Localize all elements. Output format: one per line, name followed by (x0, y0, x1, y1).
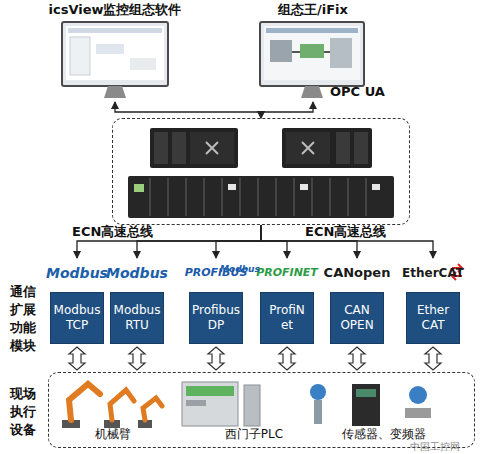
edge-label: ECN高速总线 (305, 224, 386, 240)
module-box: Modbus RTU (110, 292, 164, 344)
monitor-frame (62, 22, 168, 86)
module-text: Modbus TCP (53, 303, 101, 333)
module-text: Modbus RTU (113, 303, 161, 333)
monitor-screen (66, 26, 164, 80)
controller-module (150, 128, 238, 168)
robot-arm (110, 390, 134, 420)
monitor-screen (264, 26, 360, 80)
monitor-stand (301, 86, 323, 98)
double-arrow (349, 347, 365, 370)
double-arrow (279, 347, 295, 370)
watermark: 中国工控网 (390, 439, 480, 454)
module-box: ProfiN et (260, 292, 314, 344)
module-box: Profibus DP (189, 292, 243, 344)
connector-line (137, 225, 261, 258)
comm-module: PROFINETProfiN et (260, 258, 314, 344)
rack-separators (150, 178, 366, 216)
double-arrow (69, 347, 85, 370)
robot-arm (143, 398, 162, 420)
flow-pipe (405, 408, 431, 418)
comm-module: ModbusModbus RTU (110, 258, 164, 344)
connector-line (261, 225, 287, 258)
pressure-sensor (310, 384, 326, 400)
plc-module (244, 385, 260, 426)
plc-display (186, 386, 234, 396)
edge-label: ECN高速总线 (72, 224, 153, 240)
inverter-display (356, 389, 376, 397)
protocol-logo: PROFINET (252, 260, 322, 286)
scada-pipe (292, 51, 330, 53)
inverter-body (352, 384, 380, 426)
module-text: CAN OPEN (333, 303, 381, 333)
module-slot (190, 132, 234, 164)
module-box: Modbus TCP (50, 292, 104, 344)
side-label: 通信扩展功能模块 (8, 283, 38, 355)
rack-label (372, 184, 380, 190)
screen-toolbar (266, 28, 358, 33)
io-rack (128, 176, 394, 218)
device-caption: 传感器、变频器 (319, 427, 449, 442)
side-label: 现场执行设备 (8, 385, 38, 439)
double-arrow (129, 347, 145, 370)
module-slot (172, 132, 186, 164)
edge-label: OPC UA (330, 84, 385, 100)
flow-meter (409, 386, 427, 404)
monitor-frame (260, 22, 364, 86)
screen-widget (130, 58, 156, 70)
protocol-logo: EtherCAT (398, 260, 468, 286)
plc-port (186, 400, 206, 406)
module-text: ProfiN et (263, 303, 311, 333)
module-box: CAN OPEN (330, 292, 384, 344)
connector-line (115, 102, 261, 118)
device-caption: 机械臂 (73, 427, 153, 442)
controller-module (282, 128, 372, 168)
device-caption: 西门子PLC (199, 427, 309, 442)
rack-label (228, 184, 236, 190)
protocol-logo: Modbus (42, 260, 112, 286)
double-arrow (425, 347, 441, 370)
module-slot (336, 132, 350, 164)
double-arrow (208, 347, 224, 370)
protocol-logo: CANopen (322, 260, 392, 286)
field-device-box: 机械臂 西门子PLC 传感器、变频器 (48, 372, 475, 448)
comm-module: EtherCATEther CAT (406, 258, 460, 344)
monitor-title: icsView监控组态软件 (45, 2, 185, 18)
screen-widget (96, 44, 124, 54)
protocol-logo: Modbus (102, 260, 172, 286)
module-slot (154, 132, 168, 164)
sensor-stem (314, 400, 322, 424)
monitor-title: 组态王/iFix (245, 2, 381, 18)
module-text: Ether CAT (409, 303, 457, 333)
scada-pump (300, 44, 324, 58)
module-text: Profibus DP (192, 303, 240, 333)
connector-line (216, 225, 261, 258)
scada-tank (270, 40, 292, 62)
connector-line (261, 225, 433, 258)
module-slot (286, 132, 330, 164)
plc-body (182, 382, 238, 426)
module-mark (302, 142, 314, 154)
comm-module: ModbusModbus TCP (50, 258, 104, 344)
rack-label (300, 184, 308, 190)
monitor-node: icsView监控组态软件 (45, 2, 185, 102)
comm-module: CANopenCAN OPEN (330, 258, 384, 344)
controller-box (112, 118, 410, 225)
robot-arm (69, 384, 100, 420)
screen-toolbar (68, 28, 162, 33)
rack-led (134, 184, 144, 192)
module-slot (354, 132, 368, 164)
monitor-stand (104, 86, 126, 98)
protocol-logo: Modbus (220, 262, 260, 276)
scada-tank (330, 38, 352, 68)
screen-panel (70, 37, 90, 75)
module-box: Ether CAT (406, 292, 460, 344)
connector-line (261, 102, 313, 118)
module-mark (206, 142, 218, 154)
